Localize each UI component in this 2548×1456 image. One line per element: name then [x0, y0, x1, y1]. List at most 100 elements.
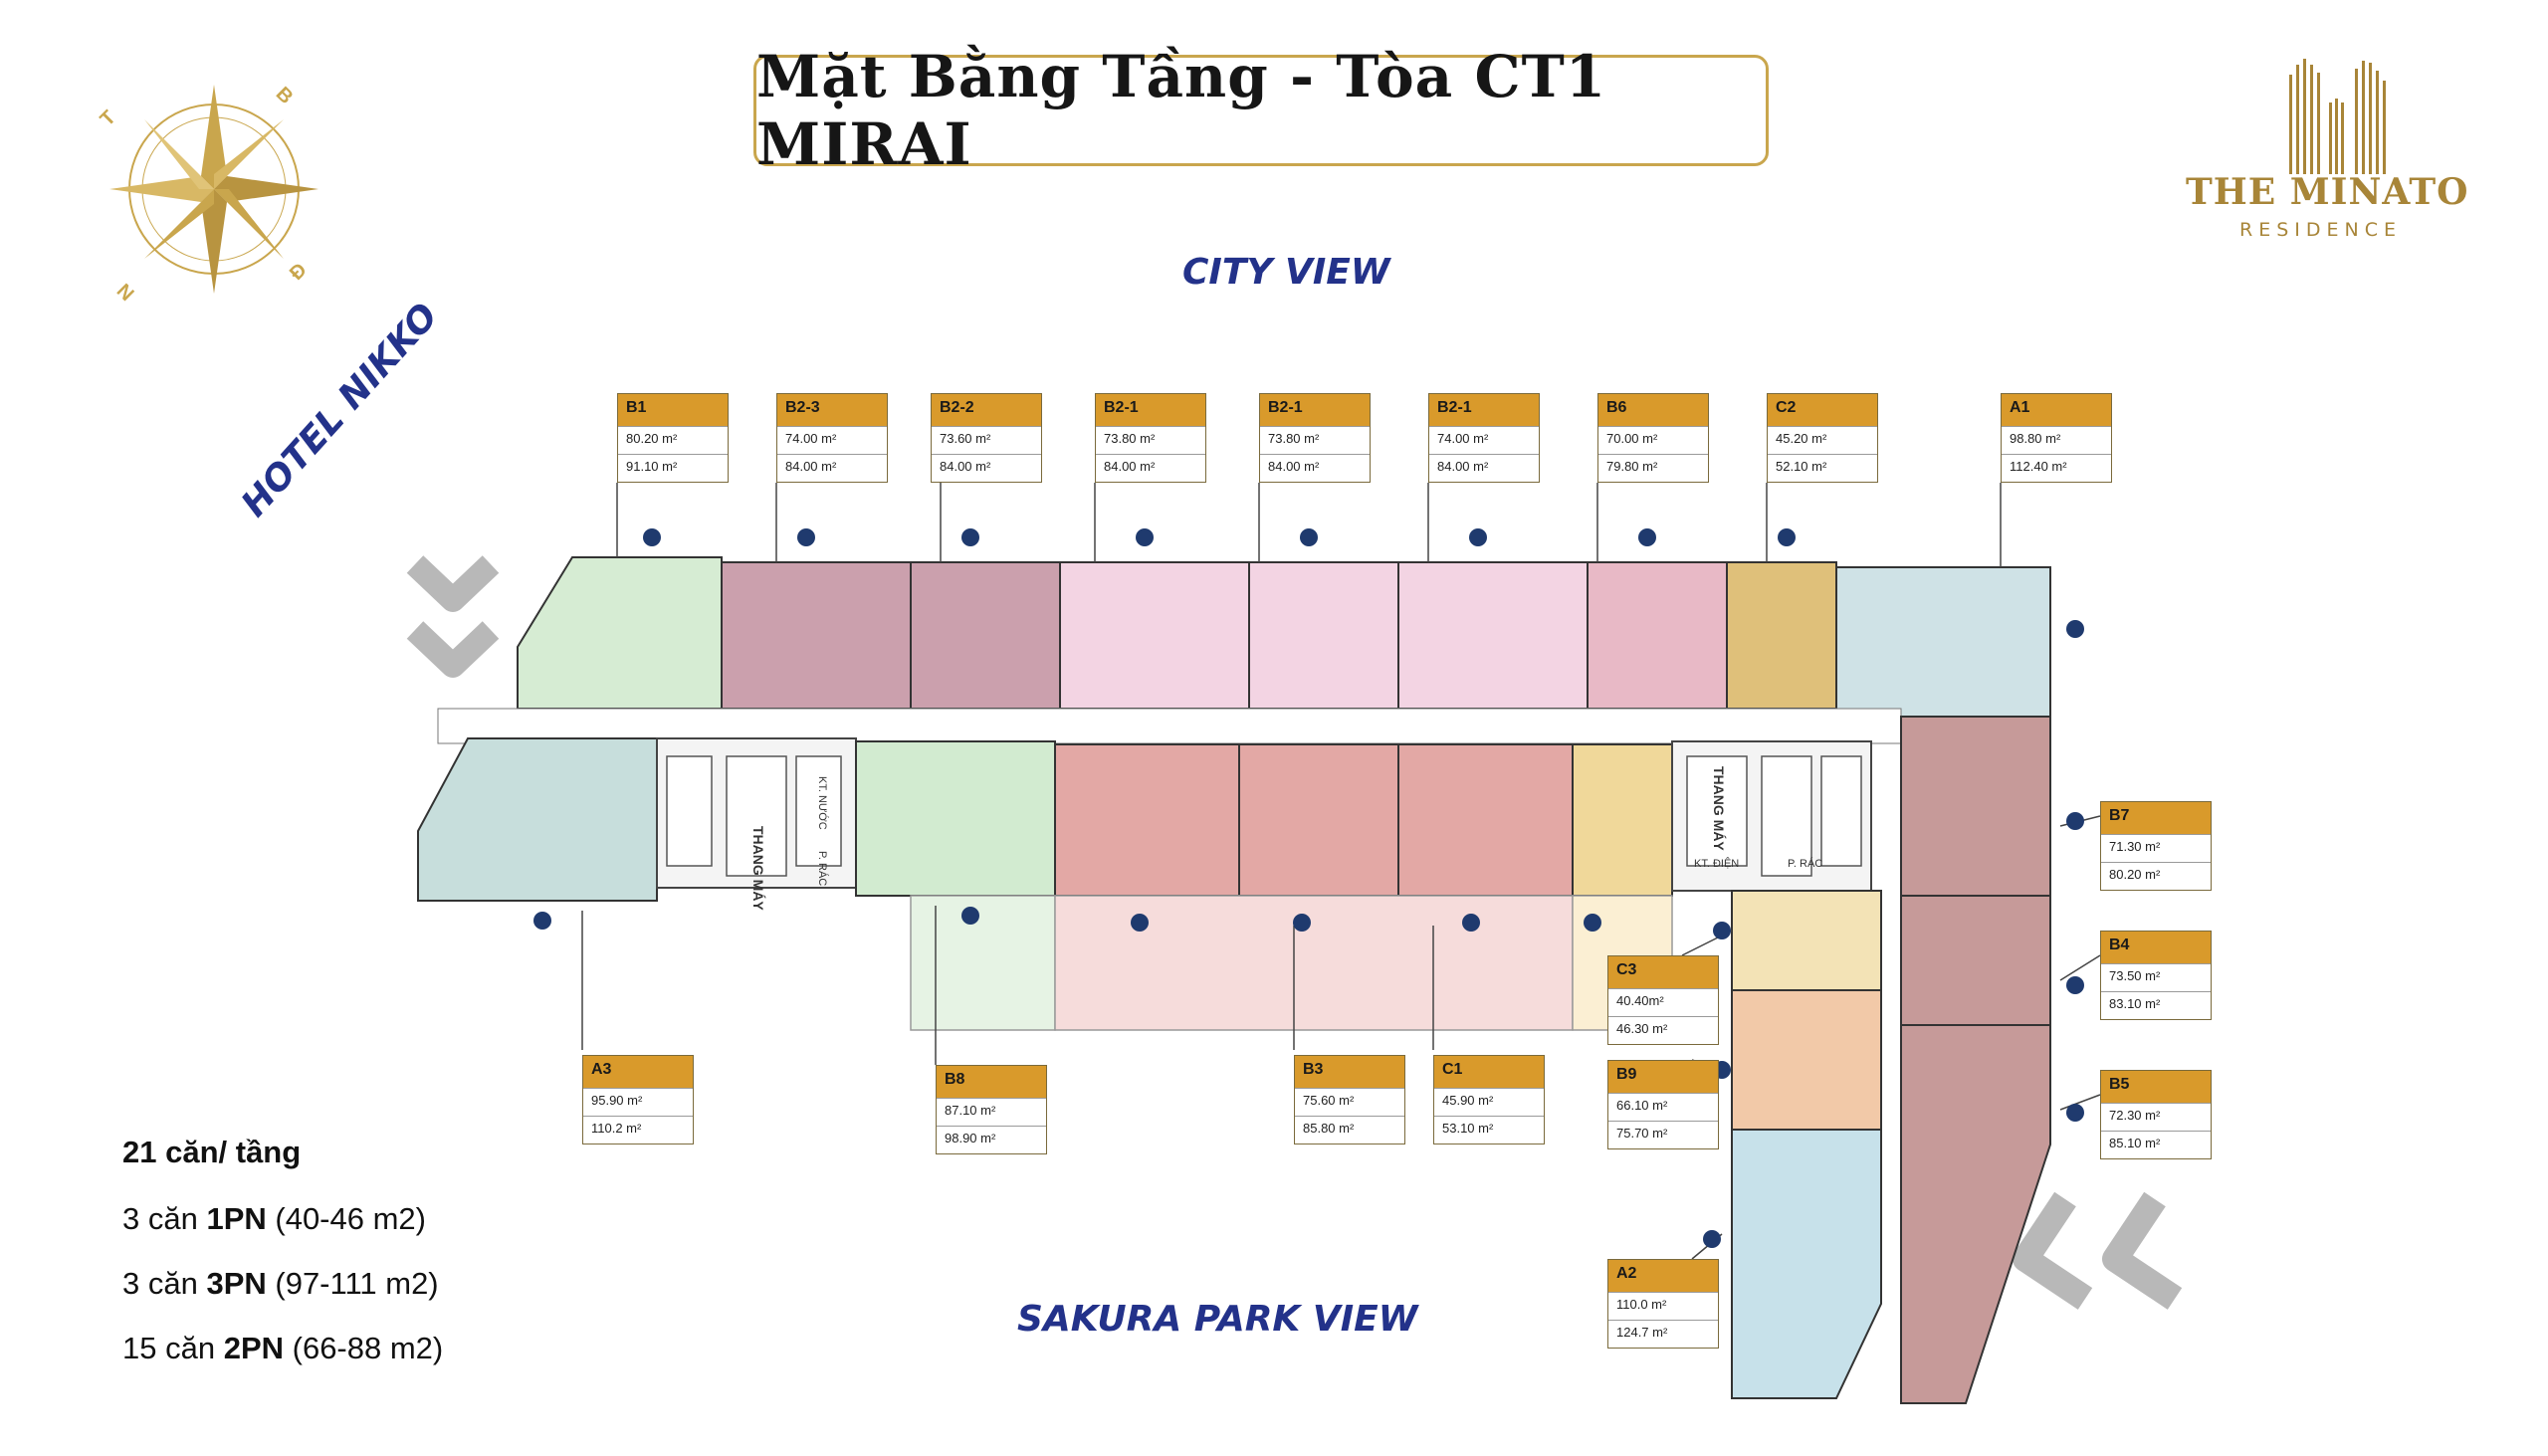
unit-code: B6	[1598, 394, 1708, 426]
page-title: Mặt Bằng Tầng - Tòa CT1 MIRAI	[756, 43, 1607, 178]
unit-b2-1b-zone	[1248, 561, 1399, 710]
unit-area-a: 95.90 m²	[583, 1088, 693, 1116]
unit-code: C3	[1608, 956, 1718, 988]
unit-b7-zone	[1900, 716, 2051, 897]
water-tech-label: KT. NƯỚC	[816, 776, 828, 830]
logo-sub: RESIDENCE	[2239, 219, 2402, 241]
balcony-b8	[910, 895, 1056, 1031]
unit-area-a: 80.20 m²	[618, 426, 728, 454]
unit-area-b: 53.10 m²	[1434, 1116, 1544, 1144]
compass-icon	[90, 65, 338, 313]
balcony-b3	[1054, 895, 1574, 1031]
unit-area-a: 66.10 m²	[1608, 1093, 1718, 1121]
unit-card-b5: B5 72.30 m² 85.10 m²	[2100, 1070, 2212, 1159]
unit-card-c2: C2 45.20 m² 52.10 m²	[1767, 393, 1878, 483]
unit-code: A1	[2002, 394, 2111, 426]
unit-area-b: 110.2 m²	[583, 1116, 693, 1144]
unit-b9-zone	[1731, 989, 1882, 1131]
summary-line-2pn: 15 căn 2PN (66-88 m2)	[122, 1331, 443, 1366]
unit-area-a: 71.30 m²	[2101, 834, 2211, 862]
unit-area-a: 45.20 m²	[1768, 426, 1877, 454]
unit-code: B7	[2101, 802, 2211, 834]
summary-bold: 3PN	[206, 1266, 267, 1301]
unit-card-b9: B9 66.10 m² 75.70 m²	[1607, 1060, 1719, 1149]
chevron-left-icon	[1996, 1179, 2215, 1324]
unit-b2-1a-zone	[1059, 561, 1250, 710]
summary-pre: 3 căn	[122, 1201, 207, 1236]
summary-post: (97-111 m2)	[266, 1266, 439, 1301]
unit-area-b: 124.7 m²	[1608, 1320, 1718, 1348]
unit-card-b2-1-c: B2-1 74.00 m² 84.00 m²	[1428, 393, 1540, 483]
unit-area-b: 85.80 m²	[1295, 1116, 1404, 1144]
electric-tech-label: KT. ĐIỆN	[1694, 858, 1740, 870]
chevron-down-icon	[403, 552, 503, 707]
summary-post: (40-46 m2)	[266, 1201, 426, 1236]
unit-code: B3	[1295, 1056, 1404, 1088]
summary-line-3pn: 3 căn 3PN (97-111 m2)	[122, 1266, 439, 1302]
unit-b3c-zone	[1397, 743, 1574, 897]
unit-card-b1: B1 80.20 m² 91.10 m²	[617, 393, 729, 483]
unit-area-a: 45.90 m²	[1434, 1088, 1544, 1116]
unit-area-a: 73.80 m²	[1260, 426, 1370, 454]
unit-area-a: 87.10 m²	[937, 1098, 1046, 1126]
unit-area-a: 74.00 m²	[1429, 426, 1539, 454]
unit-area-b: 84.00 m²	[1260, 454, 1370, 482]
unit-area-b: 84.00 m²	[932, 454, 1041, 482]
unit-area-a: 98.80 m²	[2002, 426, 2111, 454]
unit-card-b2-3: B2-3 74.00 m² 84.00 m²	[776, 393, 888, 483]
summary-total: 21 căn/ tầng	[122, 1135, 301, 1170]
unit-code: B8	[937, 1066, 1046, 1098]
unit-b4-zone	[1900, 895, 2051, 1026]
logo-name: THE MINATO	[2186, 171, 2469, 213]
unit-area-b: 112.40 m²	[2002, 454, 2111, 482]
unit-b1-zone	[517, 556, 723, 710]
unit-code: B2-1	[1260, 394, 1370, 426]
unit-code: B2-1	[1429, 394, 1539, 426]
unit-area-a: 72.30 m²	[2101, 1103, 2211, 1131]
unit-card-a1: A1 98.80 m² 112.40 m²	[2001, 393, 2112, 483]
summary-pre: 3 căn	[122, 1266, 207, 1301]
unit-a2-zone	[1731, 1129, 1882, 1399]
unit-code: A3	[583, 1056, 693, 1088]
unit-c2-zone	[1726, 561, 1837, 710]
unit-card-b2-1-a: B2-1 73.80 m² 84.00 m²	[1095, 393, 1206, 483]
unit-area-a: 110.0 m²	[1608, 1292, 1718, 1320]
unit-b5-zone	[1900, 1024, 2051, 1404]
unit-area-a: 40.40m²	[1608, 988, 1718, 1016]
unit-b2-1c-zone	[1397, 561, 1589, 710]
unit-area-b: 98.90 m²	[937, 1126, 1046, 1153]
unit-b6-zone	[1587, 561, 1728, 710]
unit-area-b: 75.70 m²	[1608, 1121, 1718, 1148]
unit-a3-zone	[417, 737, 658, 902]
unit-b2-2-zone	[910, 561, 1061, 710]
summary-total-text: 21 căn/ tầng	[122, 1135, 302, 1169]
elevator-label: THANG MÁY	[750, 826, 766, 911]
unit-card-b6: B6 70.00 m² 79.80 m²	[1597, 393, 1709, 483]
unit-area-a: 75.60 m²	[1295, 1088, 1404, 1116]
unit-area-b: 84.00 m²	[777, 454, 887, 482]
summary-post: (66-88 m2)	[284, 1331, 444, 1365]
unit-c3-zone	[1731, 890, 1882, 991]
unit-code: B2-2	[932, 394, 1041, 426]
title-box: Mặt Bằng Tầng - Tòa CT1 MIRAI	[753, 43, 1769, 178]
unit-area-a: 73.80 m²	[1096, 426, 1205, 454]
city-view-label: CITY VIEW	[1182, 252, 1390, 293]
trash-room-label-2: P. RÁC	[1788, 858, 1823, 870]
unit-area-b: 84.00 m²	[1096, 454, 1205, 482]
summary-bold: 2PN	[223, 1331, 285, 1365]
unit-card-b2-1-b: B2-1 73.80 m² 84.00 m²	[1259, 393, 1371, 483]
unit-area-b: 85.10 m²	[2101, 1131, 2211, 1158]
unit-card-a2: A2 110.0 m² 124.7 m²	[1607, 1259, 1719, 1349]
unit-card-b4: B4 73.50 m² 83.10 m²	[2100, 931, 2212, 1020]
unit-area-a: 74.00 m²	[777, 426, 887, 454]
elevator-label-2: THANG MÁY	[1711, 766, 1727, 851]
logo-icon	[2249, 55, 2439, 174]
unit-code: B2-1	[1096, 394, 1205, 426]
unit-area-b: 84.00 m²	[1429, 454, 1539, 482]
unit-code: B9	[1608, 1061, 1718, 1093]
unit-card-c1: C1 45.90 m² 53.10 m²	[1433, 1055, 1545, 1144]
unit-code: B4	[2101, 932, 2211, 963]
unit-card-b8: B8 87.10 m² 98.90 m²	[936, 1065, 1047, 1154]
unit-b2-3-zone	[721, 561, 912, 710]
